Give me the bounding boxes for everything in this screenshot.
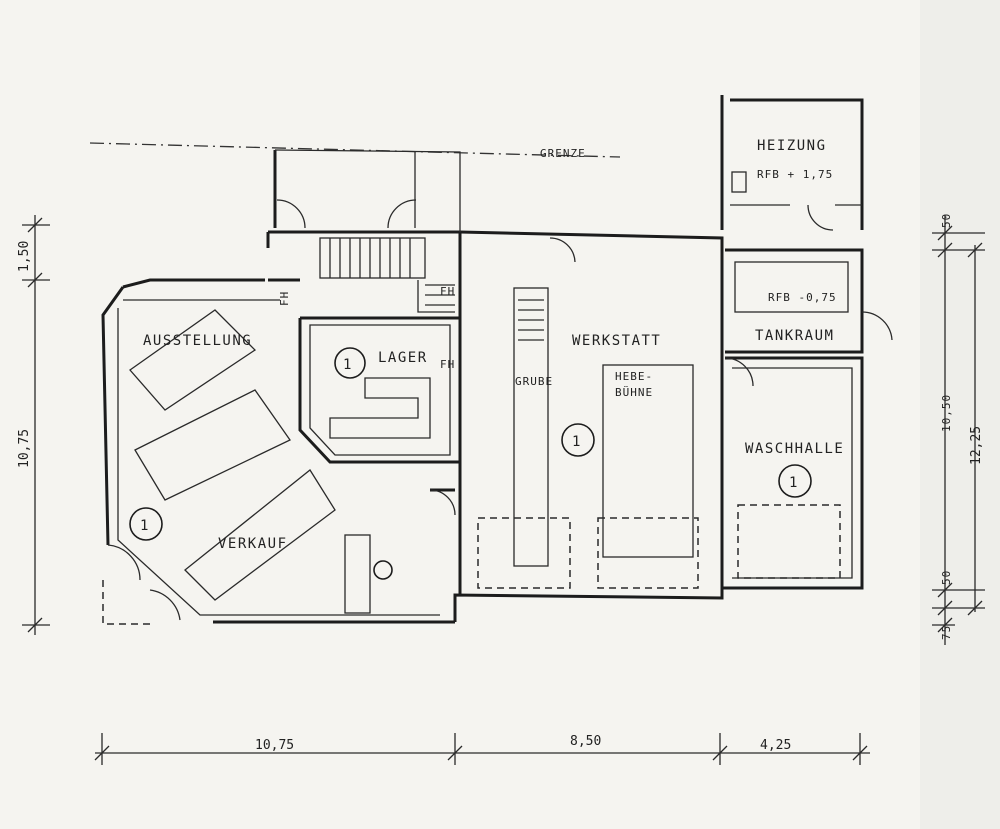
property-boundary: GRENZE <box>89 142 621 160</box>
waschhalle-label: WASCHHALLE <box>745 441 844 457</box>
heizung-rfb-label: RFB + 1,75 <box>757 168 833 181</box>
hebe-label: HEBE- <box>615 370 653 383</box>
lager-room: 1 LAGER <box>298 316 460 464</box>
door-fh-label-2: FH <box>440 285 455 298</box>
lager-label: LAGER <box>378 350 428 366</box>
door-fh-label-1: FH <box>278 291 291 306</box>
entrance-porch <box>273 149 461 232</box>
heizung-room: HEIZUNG RFB + 1,75 <box>720 95 864 231</box>
tankraum-rfb-label: RFB -0,75 <box>768 291 837 304</box>
tankraum-label: TANKRAUM <box>755 328 834 344</box>
werkstatt-label: WERKSTATT <box>572 333 661 349</box>
exterior-walls <box>101 230 724 625</box>
dimension-right: 50 10,50 50 75 12,25 <box>932 213 985 645</box>
heizung-label: HEIZUNG <box>757 138 827 154</box>
dim-right-inner-3: 50 <box>940 570 953 585</box>
buhne-label: BÜHNE <box>615 386 653 399</box>
dimension-left: 1,50 10,75 <box>17 215 50 635</box>
werkstatt-room-number: 1 <box>572 434 582 450</box>
dim-right-inner-1: 50 <box>940 213 953 228</box>
grenze-label: GRENZE <box>540 147 586 160</box>
dim-right-inner-2: 10,50 <box>940 394 953 432</box>
dim-bottom-1: 10,75 <box>255 738 294 753</box>
ausstellung-label: AUSSTELLUNG <box>143 333 252 349</box>
door-fh-label-3: FH <box>440 358 455 371</box>
dim-left-1: 1,50 <box>17 241 32 272</box>
paper-edge-shadow <box>920 0 1000 829</box>
dim-right-inner-4: 75 <box>940 625 953 640</box>
dim-bottom-2: 8,50 <box>570 734 601 749</box>
dimension-bottom: 10,75 8,50 4,25 <box>94 733 870 765</box>
lager-room-number: 1 <box>343 357 353 373</box>
staircase <box>319 237 455 313</box>
verkauf-label: VERKAUF <box>218 536 288 552</box>
sales-showroom: 1 AUSSTELLUNG VERKAUF FH FH FH <box>107 285 456 621</box>
tankraum-room: RFB -0,75 TANKRAUM <box>725 248 893 354</box>
werkstatt-room: 1 WERKSTATT GRUBE HEBE- BÜHNE <box>477 237 699 589</box>
dim-bottom-3: 4,25 <box>760 738 791 753</box>
waschhalle-room: 1 WASCHHALLE <box>722 356 864 590</box>
dim-left-2: 10,75 <box>17 429 32 468</box>
dim-right-outer: 12,25 <box>969 426 984 465</box>
waschhalle-room-number: 1 <box>789 475 799 491</box>
grube-label: GRUBE <box>515 375 553 388</box>
ausstellung-room-number: 1 <box>140 518 150 534</box>
